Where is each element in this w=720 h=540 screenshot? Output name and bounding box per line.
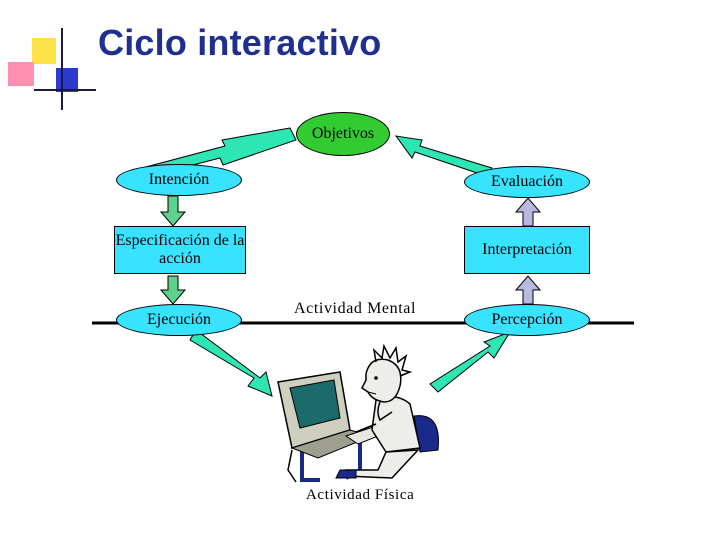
arrow-evaluacion-to-objetivos	[394, 135, 493, 177]
person-at-computer-icon	[277, 343, 439, 483]
arrow-percepcion-to-interpretacion	[514, 275, 542, 305]
node-ejecucion: Ejecución	[116, 304, 242, 336]
arrow-fisica-to-percepcion	[429, 331, 512, 393]
slide-title: Ciclo interactivo	[98, 22, 382, 63]
node-percepcion: Percepción	[464, 304, 590, 336]
label-actividad-fisica: Actividad Física	[306, 487, 415, 503]
arrow-ejecucion-to-fisica	[189, 329, 273, 397]
arrow-especificacion-to-ejecucion	[159, 275, 187, 305]
node-evaluacion: Evaluación	[464, 166, 590, 198]
arrow-interpretacion-to-evaluacion	[514, 197, 542, 227]
node-especificacion: Especificación de la acción	[114, 226, 246, 274]
node-interpretacion: Interpretación	[464, 226, 590, 274]
slide-logo-icon	[8, 28, 96, 110]
arrow-intencion-to-especificacion	[159, 195, 187, 227]
node-objetivos: Objetivos	[296, 112, 390, 156]
node-intencion: Intención	[116, 164, 242, 196]
label-actividad-mental: Actividad Mental	[294, 300, 417, 317]
